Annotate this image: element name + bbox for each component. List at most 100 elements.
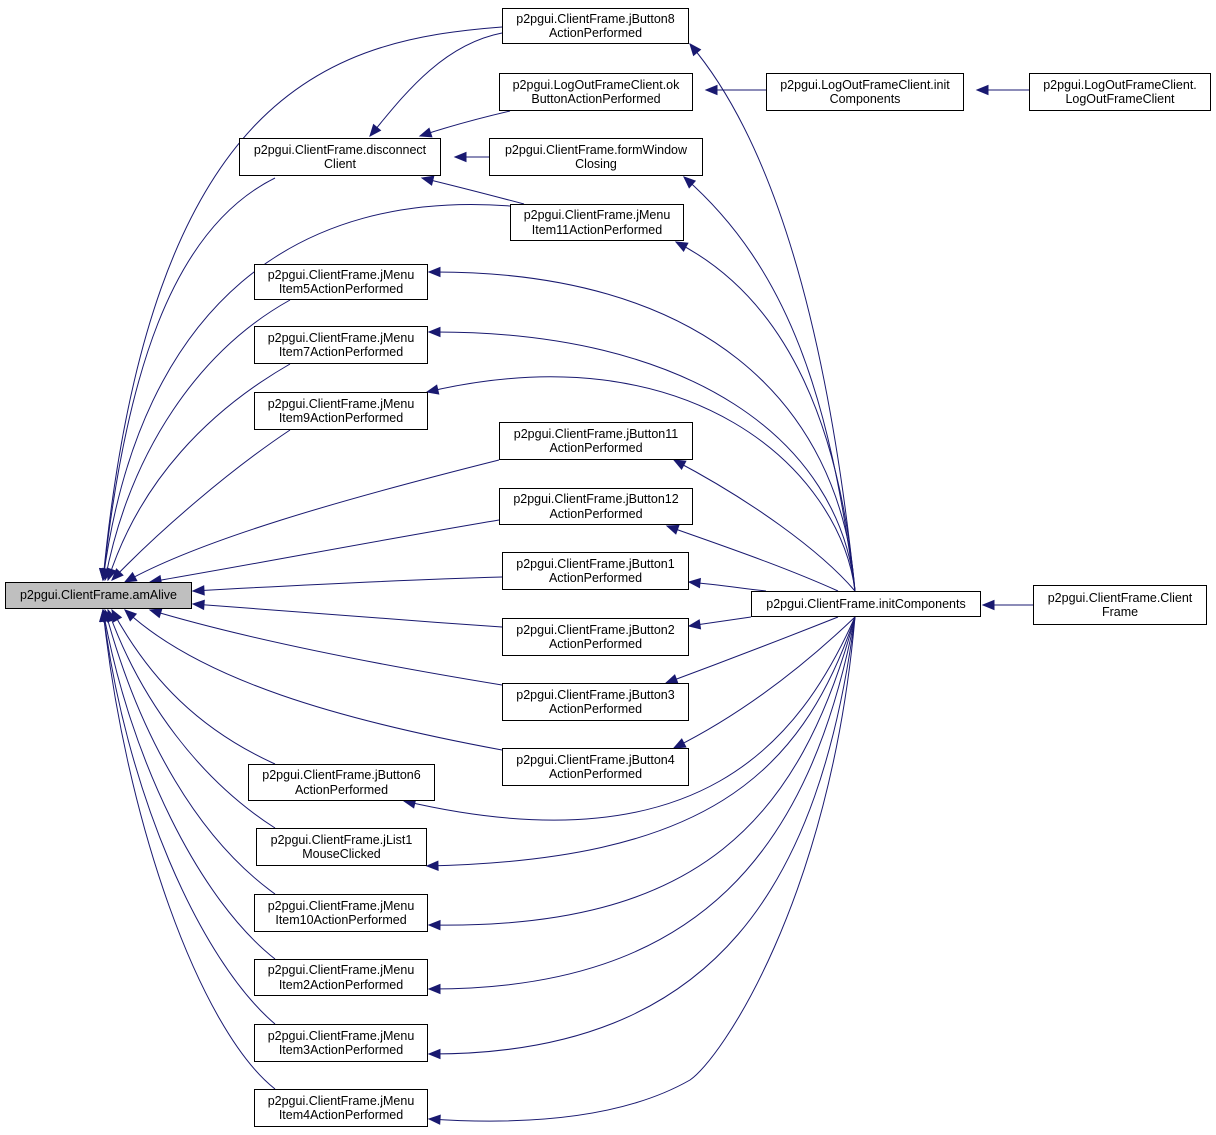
arrowhead (427, 983, 441, 995)
node-label-line: p2pgui.ClientFrame.jButton3 (516, 687, 675, 702)
node-label-line: ActionPerformed (294, 782, 389, 797)
node-label-line: p2pgui.ClientFrame.disconnect (253, 142, 427, 157)
node-initComponents[interactable]: p2pgui.ClientFrame.initComponents (751, 591, 981, 617)
arrowhead (981, 599, 995, 611)
edge-initComponents-to-jList1 (426, 616, 856, 867)
edge-initComponents-to-jButton1 (688, 581, 767, 592)
arrowhead (674, 241, 689, 253)
node-label-line: Components (829, 92, 901, 106)
node-label-line: Item5ActionPerformed (278, 282, 404, 296)
edge-initComponents-to-jButton4 (673, 616, 856, 749)
node-label-line: Item7ActionPerformed (278, 345, 404, 359)
edge-initComponents-to-jMenu2 (428, 616, 856, 990)
node-label-line: p2pgui.ClientFrame.initComponents (766, 596, 966, 611)
arrowhead (418, 127, 433, 138)
arrowhead (672, 459, 687, 471)
arrowhead (425, 384, 440, 395)
edge-jButton12-to-amAlive (149, 519, 500, 583)
node-label-line: p2pgui.ClientFrame.jButton1 (516, 556, 675, 571)
arrowhead (427, 1048, 441, 1060)
node-label-line: p2pgui.ClientFrame.jButton2 (516, 622, 675, 637)
edge-disconnect-to-amAlive (102, 177, 276, 581)
edge-jMenu11-to-disconnect (421, 177, 525, 205)
node-label-line: p2pgui.ClientFrame.jButton6 (262, 768, 421, 782)
edge-jMenu7-to-amAlive (107, 363, 291, 581)
arrowhead (427, 1114, 441, 1125)
arrowhead (148, 608, 163, 619)
edge-jMenu11-to-amAlive (102, 204, 511, 581)
arrowhead (106, 567, 117, 582)
node-label-line: Item4ActionPerformed (278, 1108, 404, 1122)
node-label-line: Item10ActionPerformed (275, 913, 407, 927)
edge-jMenu10-to-amAlive (104, 609, 276, 895)
edge-initComponents-to-jMenu5 (428, 271, 856, 592)
node-label-line: p2pgui.ClientFrame.Client (1047, 590, 1193, 605)
arrowhead (191, 585, 205, 596)
node-label-line: MouseClicked (302, 847, 381, 861)
node-label-line: ActionPerformed (548, 637, 643, 651)
edge-initComponents-to-jButton12 (666, 525, 839, 592)
node-label-line: p2pgui.ClientFrame.jMenu (267, 1028, 415, 1043)
arrowhead (427, 266, 441, 278)
node-label-line: p2pgui.ClientFrame.jButton8 (516, 11, 675, 26)
edge-jButton1-to-amAlive (192, 576, 503, 592)
node-label-line: ActionPerformed (548, 571, 643, 585)
arrowhead (689, 42, 702, 57)
arrowhead (99, 608, 110, 622)
node-label-line: ActionPerformed (549, 441, 643, 455)
node-label-line: p2pgui.ClientFrame.jMenu (267, 963, 415, 977)
edge-initComponents-to-jButton8 (689, 43, 856, 592)
arrowhead (704, 84, 718, 96)
arrowhead (124, 609, 138, 622)
node-label-line: Client (324, 157, 356, 171)
edge-jButton4-to-amAlive (124, 609, 503, 751)
node-label-line: p2pgui.ClientFrame.jMenu (267, 396, 415, 411)
edge-initComponents-to-formWindow (683, 176, 856, 592)
node-logoutCtor[interactable]: p2pgui.LogOutFrameClient.LogOutFrameClie… (1029, 73, 1211, 111)
node-label-line: p2pgui.ClientFrame.jList1 (270, 832, 413, 847)
edge-jMenu4-to-amAlive (102, 609, 276, 1090)
arrowhead (111, 568, 124, 581)
edge-jButton11-to-amAlive (124, 459, 500, 583)
arrowhead (123, 571, 138, 583)
edge-jMenu5-to-amAlive (104, 299, 291, 581)
arrowhead (427, 919, 441, 931)
edge-initComponents-to-jMenu7 (428, 331, 856, 592)
arrowhead (665, 524, 680, 535)
node-label-line: ActionPerformed (548, 702, 643, 716)
node-label-line: LogOutFrameClient (1065, 92, 1175, 106)
arrowhead (369, 123, 382, 138)
edge-jButton8-to-amAlive (102, 26, 503, 581)
node-label-line: ActionPerformed (548, 26, 643, 40)
node-label-line: p2pgui.ClientFrame.jMenu (267, 1093, 415, 1108)
node-label-line: Closing (575, 157, 617, 171)
edge-jMenu2-to-amAlive (102, 609, 276, 960)
node-label-line: Item9ActionPerformed (278, 411, 404, 425)
node-label-line: ActionPerformed (548, 767, 643, 781)
arrowhead (427, 326, 441, 338)
edge-jMenu9-to-amAlive (111, 429, 291, 581)
edge-jButton6-to-amAlive (111, 609, 276, 765)
